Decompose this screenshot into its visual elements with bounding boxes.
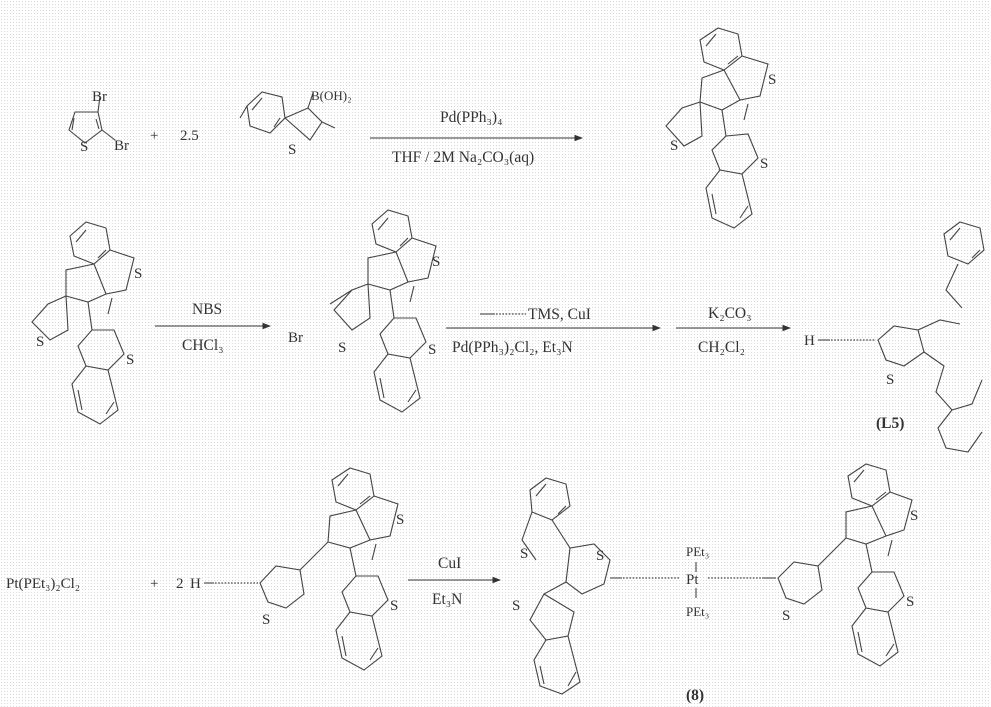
sulfur-label: S: [512, 598, 520, 614]
terthiophene-start: S S S: [31, 221, 142, 425]
ligand-l5-reactant: H S S S: [190, 467, 404, 671]
arrow-suzuki: Pd(PPh₃)₄ THF / 2M Na₂CO₃(aq): [370, 109, 584, 166]
phosphine-label-bottom: PEt₃: [686, 604, 709, 619]
sulfur-label: S: [760, 156, 768, 172]
compound-label-8: (8): [686, 687, 704, 704]
sulfur-label: S: [886, 372, 894, 388]
sulfur-label: S: [288, 142, 296, 158]
solvent-label: CH₂Cl₂: [698, 339, 745, 356]
boronic-acid: B(OH)₂ S: [239, 88, 352, 158]
coefficient: 2.5: [180, 128, 199, 144]
terthiophene-product-1: S S S: [665, 27, 776, 229]
platinum-complex-8: S S S Pt PEt₃ PEt₃ S S S: [512, 463, 918, 695]
sulfur-label: S: [126, 352, 134, 368]
sulfur-label: S: [390, 598, 398, 614]
plus-sign: +: [150, 128, 158, 144]
sulfur-label: S: [134, 266, 142, 282]
platinum-label: Pt: [686, 572, 699, 588]
reagent-label: TMS, CuI: [528, 306, 591, 323]
sulfur-label: S: [338, 340, 346, 356]
bromo-label-top: Br: [92, 89, 107, 105]
catalyst-label: Pd(PPh₃)₂Cl₂, Et₃N: [452, 339, 573, 356]
bromo-label-side: Br: [114, 138, 129, 154]
sulfur-label: S: [768, 72, 776, 88]
catalyst-label: CuI: [438, 555, 461, 572]
sulfur-label: S: [80, 139, 88, 155]
sulfur-label: S: [262, 612, 270, 628]
platinum-reagent-label: Pt(PEt₃)₂Cl₂: [6, 576, 80, 592]
bromo-label: Br: [288, 330, 303, 346]
ligand-l5: H S (L5): [804, 221, 985, 453]
hydrogen-label: H: [804, 333, 815, 349]
hydrogen-label: H: [190, 576, 201, 592]
sulfur-label: S: [432, 254, 440, 270]
sulfur-label: S: [396, 512, 404, 528]
reagent-label: NBS: [192, 301, 222, 318]
phosphine-label-top: PEt₃: [686, 544, 709, 559]
sulfur-label: S: [428, 342, 436, 358]
sulfur-label: S: [782, 608, 790, 624]
base-label: K₂CO₃: [708, 305, 752, 322]
sulfur-label: S: [520, 546, 528, 562]
sulfur-label: S: [906, 594, 914, 610]
solvent-label: THF / 2M Na₂CO₃(aq): [392, 149, 534, 166]
sulfur-label: S: [910, 508, 918, 524]
bromoterthiophene: Br S S S: [288, 209, 440, 413]
catalyst-label: Pd(PPh₃)₄: [440, 109, 503, 126]
sulfur-label: S: [596, 548, 604, 564]
boronic-group-label: B(OH)₂: [311, 88, 352, 103]
sulfur-label: S: [670, 138, 678, 154]
arrow-complexation: CuI Et₃N: [408, 555, 502, 608]
plus-sign: +: [150, 576, 158, 592]
arrow-bromination: NBS CHCl₃: [155, 301, 272, 354]
compound-label-l5: (L5): [876, 415, 904, 432]
coefficient: 2: [176, 576, 184, 592]
arrow-sonogashira: TMS, CuI Pd(PPh₃)₂Cl₂, Et₃N: [446, 306, 662, 356]
sulfur-label: S: [36, 334, 44, 350]
arrow-deprotection: K₂CO₃ CH₂Cl₂: [676, 305, 792, 356]
solvent-label: CHCl₃: [182, 337, 224, 354]
dibromothiophene: Br Br S: [68, 89, 129, 155]
base-label: Et₃N: [432, 591, 462, 608]
